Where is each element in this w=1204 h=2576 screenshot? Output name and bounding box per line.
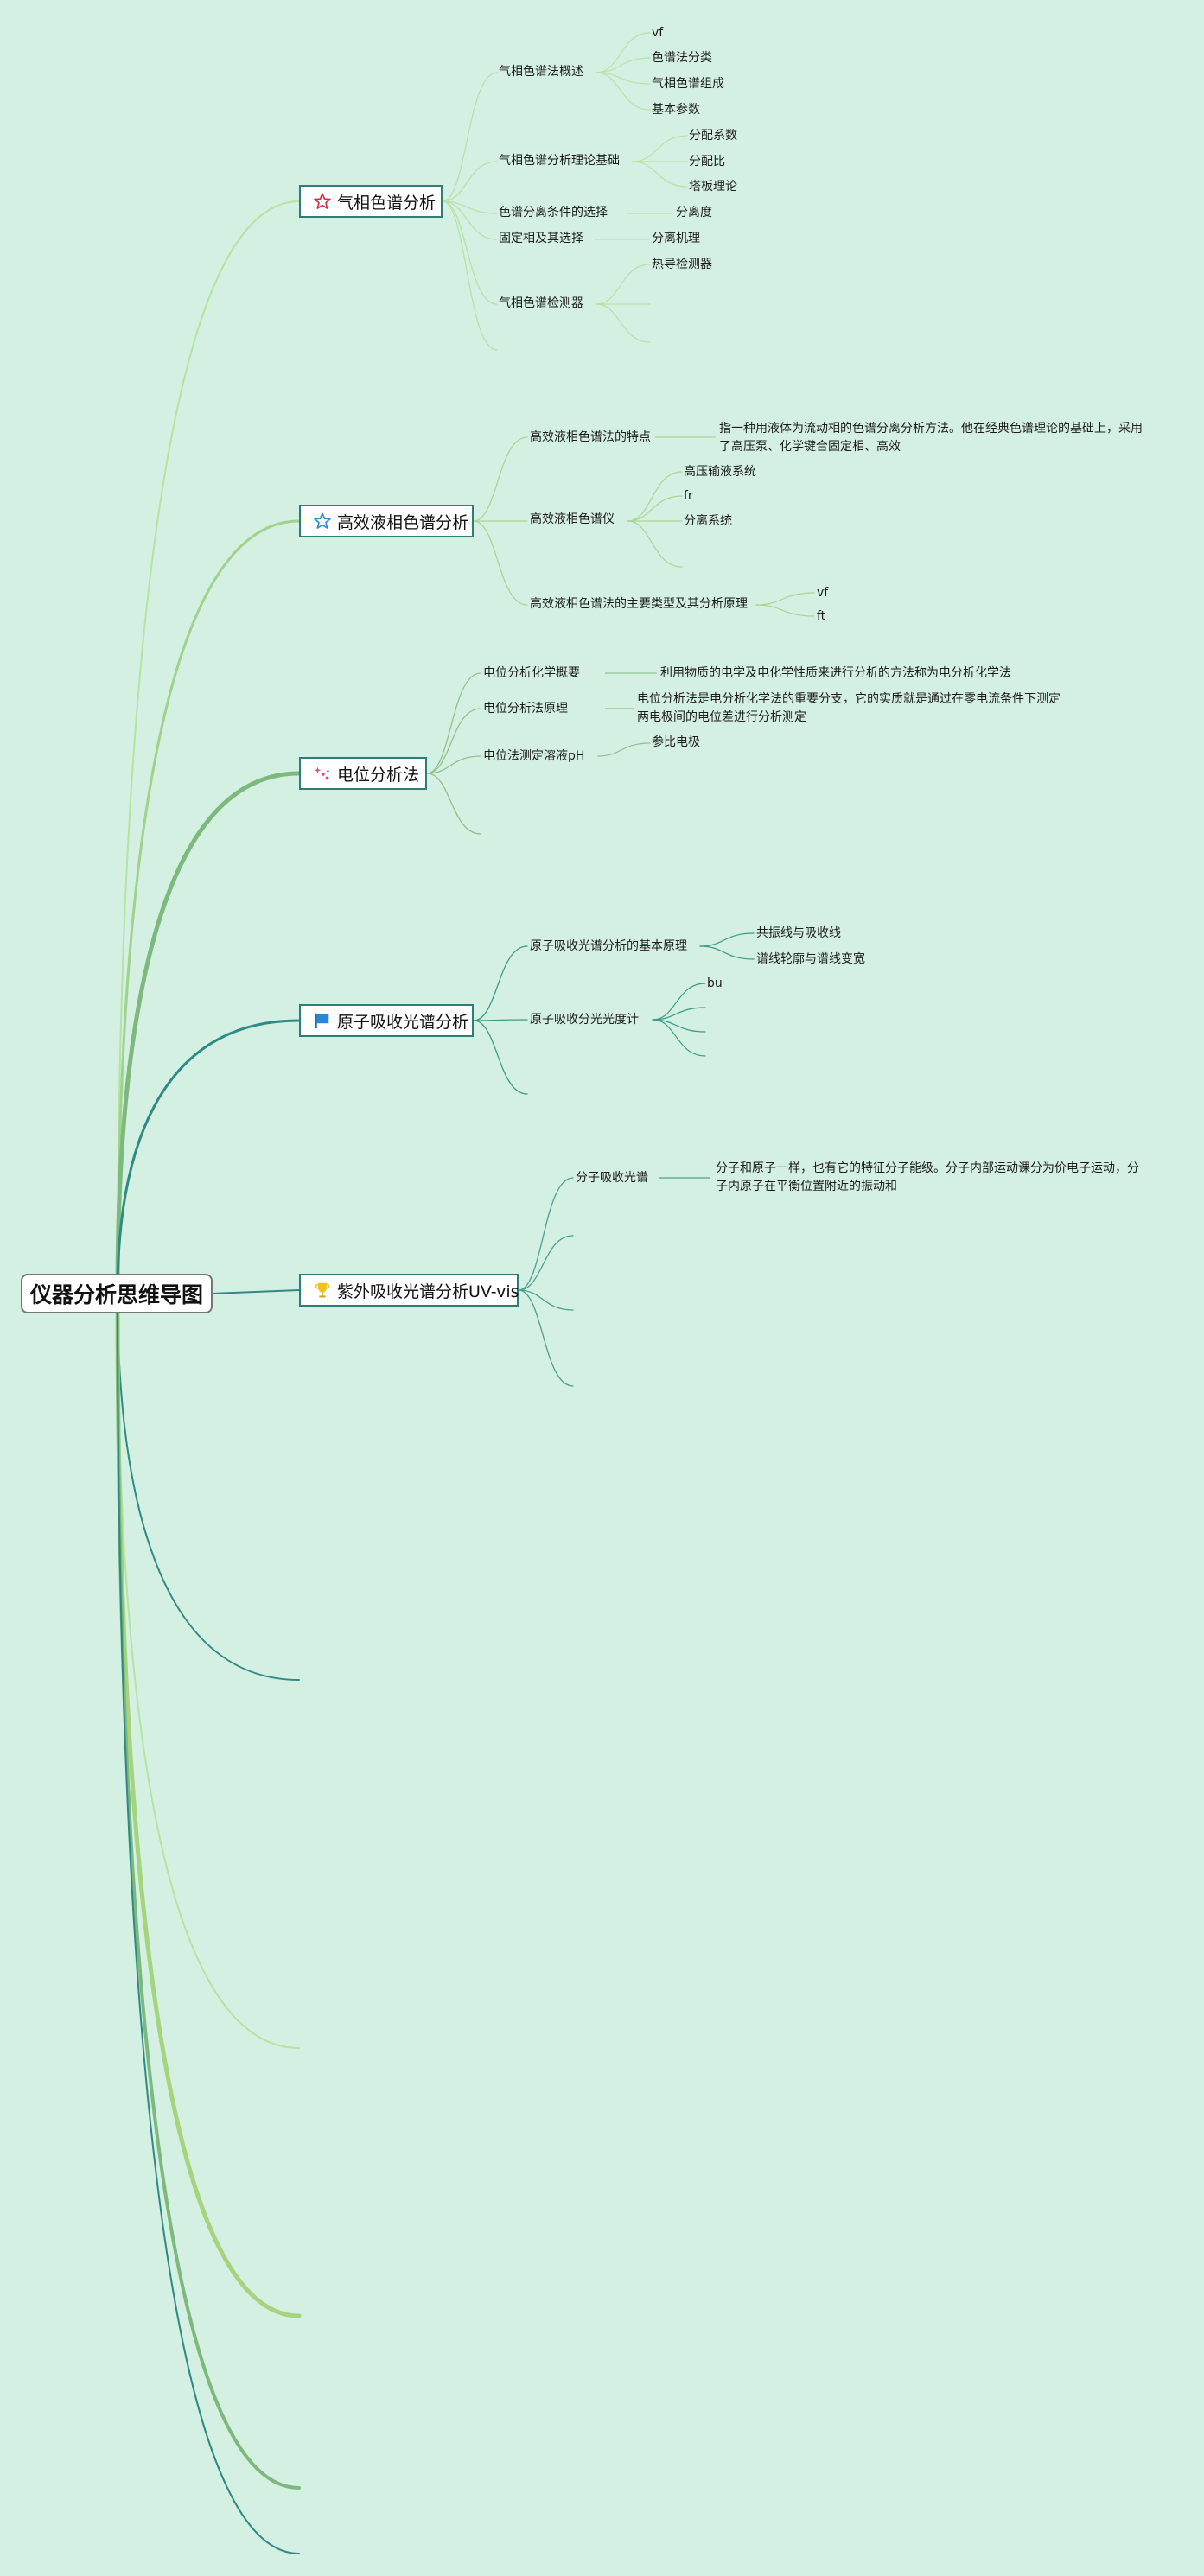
- topic-ph-measurement[interactable]: 电位法测定溶液pH: [483, 749, 585, 763]
- aas-leaf-line-b0: [652, 983, 706, 1021]
- branch-label: 紫外吸收光谱分析UV-vis: [337, 1282, 519, 1301]
- leaf-fr[interactable]: fr: [684, 489, 693, 503]
- leaf-separation-system[interactable]: 分离系统: [684, 514, 732, 528]
- leaf-high-pressure-system[interactable]: 高压输液系统: [684, 465, 756, 479]
- sparkle-icon: [313, 764, 332, 783]
- uv-topic-line-2: [518, 1289, 574, 1311]
- gc-leaf-line-b0: [632, 135, 688, 162]
- topic-stationary-phase[interactable]: 固定相及其选择: [499, 232, 583, 245]
- hplc-topic-line-0: [473, 436, 528, 522]
- topic-hplc-types[interactable]: 高效液相色谱法的主要类型及其分析原理: [530, 597, 748, 611]
- topic-potentiometry-principle[interactable]: 电位分析法原理: [483, 702, 568, 716]
- trunk-line-uv: [212, 1289, 300, 1294]
- star-outline-red-icon: [313, 192, 332, 211]
- topic-aas-principle[interactable]: 原子吸收光谱分析的基本原理: [530, 939, 687, 953]
- branch-label: 电位分析法: [337, 765, 420, 785]
- trunk-line-empty-1: [117, 1293, 300, 1681]
- leaf-line-broadening[interactable]: 谱线轮廓与谱线变宽: [756, 952, 865, 966]
- branch-label: 原子吸收光谱分析: [337, 1012, 469, 1032]
- trunk-line-hplc: [116, 519, 301, 1295]
- uv-topic-line-1: [518, 1235, 574, 1291]
- gc-topic-line-5: [442, 200, 498, 351]
- leaf-ft[interactable]: ft: [817, 609, 826, 623]
- leaf-partition-coefficient[interactable]: 分配系数: [689, 129, 737, 143]
- topic-hplc-features[interactable]: 高效液相色谱法的特点: [530, 430, 651, 444]
- leaf-tcd[interactable]: 热导检测器: [652, 258, 712, 271]
- leaf-hplc-definition[interactable]: 指一种用液体为流动相的色谱分离分析方法。他在经典色谱理论的基础上，采用了高压泵、…: [719, 422, 1143, 454]
- pot-topic-line-3: [426, 773, 481, 835]
- hplc-leaf-line-b1: [627, 495, 683, 522]
- hplc-leaf-line-c0: [755, 592, 815, 606]
- uv-topic-line-3: [518, 1289, 574, 1387]
- leaf-vf[interactable]: vf: [652, 26, 664, 40]
- hplc-leaf-line-b3: [627, 520, 683, 568]
- leaf-separation-mechanism[interactable]: 分离机理: [652, 232, 700, 245]
- branch-label: 气相色谱分析: [337, 193, 436, 213]
- leaf-molecular-energy-levels[interactable]: 分子和原子一样，也有它的特征分子能级。分子内部运动课分为价电子运动，分子内原子在…: [716, 1161, 1139, 1193]
- flag-icon: [313, 1011, 332, 1030]
- gc-leaf-line-e2: [596, 303, 651, 343]
- pot-topic-line-0: [426, 672, 481, 774]
- gc-topic-line-4: [442, 200, 498, 305]
- trophy-icon: [313, 1281, 332, 1300]
- gc-leaf-line-a1: [596, 57, 651, 73]
- aas-leaf-line-a1: [699, 945, 755, 960]
- leaf-bu[interactable]: bu: [707, 976, 723, 990]
- leaf-chromatography-classification[interactable]: 色谱法分类: [652, 51, 712, 65]
- branch-uv-vis[interactable]: 紫外吸收光谱分析UV-vis: [299, 1274, 519, 1307]
- topic-molecular-absorption[interactable]: 分子吸收光谱: [576, 1171, 648, 1185]
- aas-topic-line-1: [473, 1019, 528, 1021]
- gc-leaf-line-a2: [596, 72, 651, 85]
- branch-gas-chromatography[interactable]: 气相色谱分析: [299, 185, 443, 218]
- aas-leaf-line-b1: [652, 1007, 706, 1021]
- topic-gc-detector[interactable]: 气相色谱检测器: [499, 296, 583, 310]
- leaf-gc-composition[interactable]: 气相色谱组成: [652, 77, 724, 91]
- leaf-resonance-lines[interactable]: 共振线与吸收线: [756, 926, 841, 940]
- leaf-electroanalysis-definition[interactable]: 利用物质的电学及电化学性质来进行分析的方法称为电分析化学法: [660, 666, 1011, 680]
- pot-topic-line-1: [426, 708, 481, 774]
- pot-topic-line-2: [426, 755, 481, 774]
- star-outline-blue-icon: [313, 512, 332, 531]
- branch-atomic-absorption[interactable]: 原子吸收光谱分析: [299, 1004, 474, 1037]
- gc-leaf-line-b2: [632, 161, 688, 188]
- gc-leaf-line-a0: [596, 32, 651, 73]
- aas-leaf-line-a0: [699, 932, 755, 947]
- topic-hplc-instrument[interactable]: 高效液相色谱仪: [530, 512, 615, 526]
- topic-aas-spectrometer[interactable]: 原子吸收分光光度计: [530, 1013, 639, 1027]
- pot-leaf-line-c: [597, 742, 651, 757]
- uv-topic-line-0: [518, 1177, 574, 1291]
- leaf-reference-electrode[interactable]: 参比电极: [652, 735, 700, 749]
- leaf-partition-ratio[interactable]: 分配比: [689, 155, 725, 169]
- trunk-line-empty-3: [115, 1291, 302, 2318]
- trunk-line-aas: [116, 1019, 301, 1295]
- aas-topic-line-0: [473, 945, 528, 1021]
- hplc-leaf-line-b0: [627, 471, 683, 522]
- hplc-topic-line-2: [473, 520, 528, 606]
- topic-gc-overview[interactable]: 气相色谱法概述: [499, 65, 583, 79]
- gc-topic-line-3: [442, 200, 498, 240]
- topic-separation-conditions[interactable]: 色谱分离条件的选择: [499, 206, 608, 219]
- leaf-resolution[interactable]: 分离度: [676, 206, 712, 219]
- leaf-potentiometry-definition[interactable]: 电位分析法是电分析化学法的重要分支，它的实质就是通过在零电流条件下测定两电极间的…: [637, 692, 1061, 724]
- trunk-line-gc: [117, 200, 300, 1294]
- aas-leaf-line-b3: [652, 1019, 706, 1057]
- aas-topic-line-2: [473, 1020, 528, 1095]
- trunk-line-potentiometry: [115, 771, 302, 1296]
- leaf-plate-theory[interactable]: 塔板理论: [689, 180, 737, 194]
- gc-leaf-line-e0: [596, 264, 651, 305]
- branch-label: 高效液相色谱分析: [337, 512, 469, 532]
- trunk-line-empty-5: [117, 1293, 300, 2554]
- leaf-vf-2[interactable]: vf: [817, 586, 829, 600]
- gc-topic-line-0: [442, 72, 498, 202]
- root-node[interactable]: 仪器分析思维导图: [21, 1274, 213, 1313]
- gc-leaf-line-a3: [596, 72, 651, 111]
- hplc-leaf-line-c1: [755, 604, 815, 617]
- branch-potentiometry[interactable]: 电位分析法: [299, 757, 427, 790]
- branch-hplc[interactable]: 高效液相色谱分析: [299, 505, 474, 537]
- topic-electroanalysis-overview[interactable]: 电位分析化学概要: [483, 666, 580, 680]
- gc-topic-line-1: [442, 161, 498, 202]
- topic-gc-theory[interactable]: 气相色谱分析理论基础: [499, 154, 620, 168]
- leaf-basic-parameters[interactable]: 基本参数: [652, 103, 700, 117]
